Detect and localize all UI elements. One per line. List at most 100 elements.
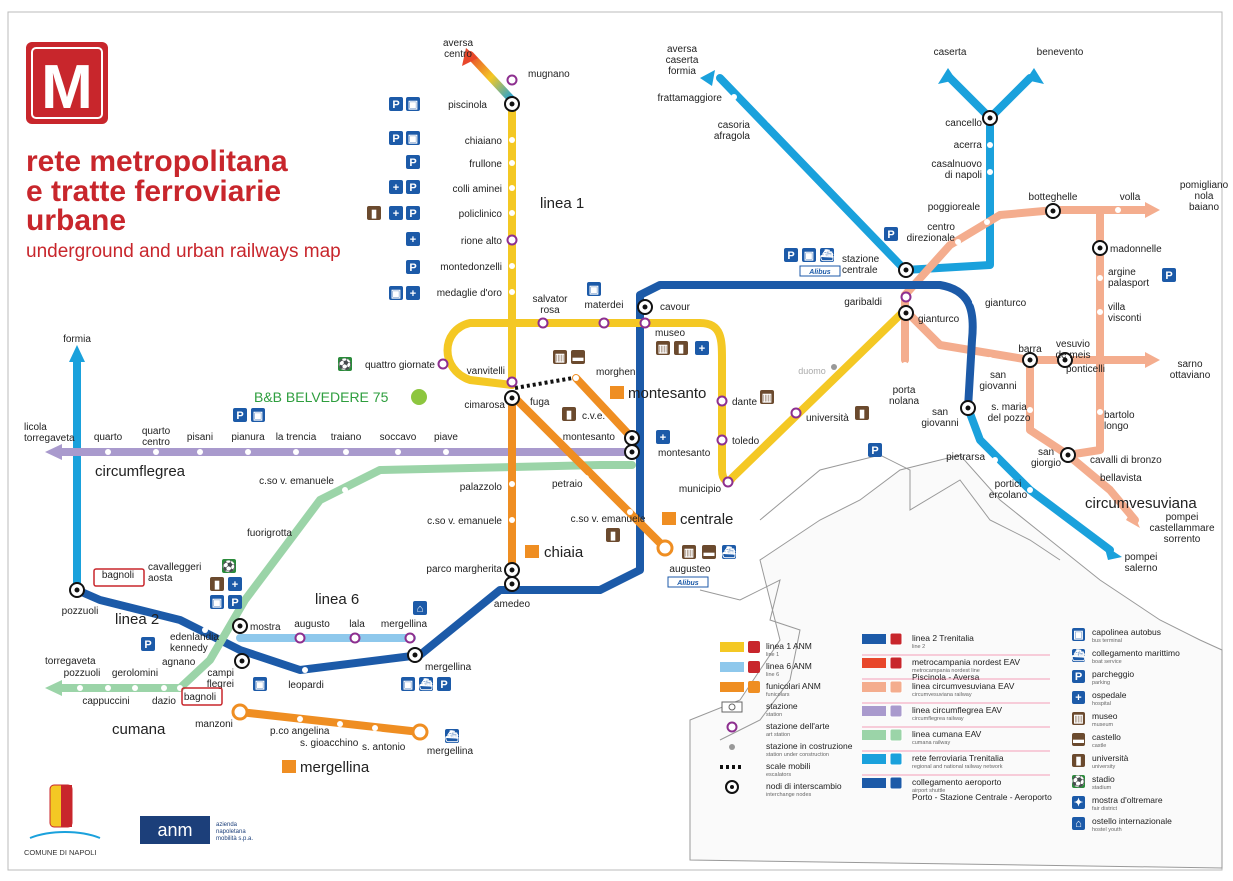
art-station-rione_alto[interactable] bbox=[506, 234, 518, 246]
station-colli_aminei[interactable] bbox=[509, 185, 515, 191]
stadium-icon bbox=[338, 357, 352, 371]
station-frattamaggiore[interactable] bbox=[731, 94, 737, 100]
svg-text:mergellina: mergellina bbox=[300, 759, 370, 776]
station-palazzolo[interactable] bbox=[509, 481, 515, 487]
art-station-augusto[interactable] bbox=[294, 632, 306, 644]
station-quarto[interactable] bbox=[105, 449, 111, 455]
label-fuorigrotta: fuorigrotta bbox=[247, 528, 292, 539]
station-portici[interactable] bbox=[1027, 487, 1033, 493]
station-edenlandia[interactable] bbox=[202, 627, 208, 633]
station-pco_angelina[interactable] bbox=[297, 716, 303, 722]
station-morghen[interactable] bbox=[573, 375, 579, 381]
station-san_giovanni[interactable] bbox=[987, 357, 993, 363]
station-frullone[interactable] bbox=[509, 160, 515, 166]
anm-logo-text: anm bbox=[157, 820, 192, 840]
station-csov_emanuele_a[interactable] bbox=[509, 517, 515, 523]
funicular-terminal-manzoni[interactable] bbox=[231, 703, 249, 721]
art-station-mugnano[interactable] bbox=[506, 74, 518, 86]
legend-swatch bbox=[720, 662, 744, 672]
art-station-quattro_giornate[interactable] bbox=[437, 358, 449, 370]
station-dazio[interactable] bbox=[161, 685, 167, 691]
station-cavalli[interactable] bbox=[1092, 459, 1098, 465]
station-policlinico[interactable] bbox=[509, 210, 515, 216]
station-construction-duomo[interactable] bbox=[831, 364, 837, 370]
station-s_antonio[interactable] bbox=[372, 725, 378, 731]
art-station-garibaldi[interactable] bbox=[900, 291, 912, 303]
station-casalnuovo[interactable] bbox=[987, 169, 993, 175]
station-bartolo_longo[interactable] bbox=[1097, 409, 1103, 415]
castle-icon bbox=[571, 350, 585, 364]
label-mugnano: mugnano bbox=[528, 69, 570, 80]
station-cappuccini[interactable] bbox=[105, 685, 111, 691]
station-chiaiano[interactable] bbox=[509, 137, 515, 143]
bnb-marker[interactable] bbox=[411, 389, 427, 405]
parking-icon-glyph: P bbox=[1165, 270, 1172, 282]
university-icon bbox=[606, 528, 620, 542]
parking-icon-glyph: P bbox=[392, 133, 399, 145]
station-cavalleggeri[interactable] bbox=[149, 595, 155, 601]
art-station-dante[interactable] bbox=[716, 395, 728, 407]
station-pozzuoli_c[interactable] bbox=[77, 685, 83, 691]
station-poggioreale[interactable] bbox=[984, 219, 990, 225]
station-bagnoli[interactable] bbox=[117, 591, 123, 597]
art-station-municipio[interactable] bbox=[722, 476, 734, 488]
art-station-salvator_rosa[interactable] bbox=[537, 317, 549, 329]
bus-icon-materdei-glyph: ▣ bbox=[589, 284, 599, 296]
legend-sub: station bbox=[766, 712, 782, 718]
station-gerolomini[interactable] bbox=[132, 685, 138, 691]
arrow-formia bbox=[69, 345, 85, 362]
anm-logo-box bbox=[140, 816, 210, 844]
legend-art-icon bbox=[726, 721, 738, 733]
station-csov_emanuele_b[interactable] bbox=[627, 509, 633, 515]
station-petraio[interactable] bbox=[583, 475, 589, 481]
art-station-toledo[interactable] bbox=[716, 434, 728, 446]
funicular-badge-montesanto: montesanto bbox=[610, 385, 706, 402]
funicular-terminal-mergellina_f[interactable] bbox=[411, 723, 429, 741]
station-csov_emanuele_c[interactable] bbox=[342, 487, 348, 493]
station-fuorigrotta[interactable] bbox=[297, 543, 303, 549]
museum-icon bbox=[682, 545, 696, 559]
label-csov_emanuele_b: c.so v. emanuele bbox=[571, 514, 646, 525]
station-s_gioacchino[interactable] bbox=[337, 721, 343, 727]
parking-icon bbox=[1162, 268, 1176, 282]
station-s_maria[interactable] bbox=[1027, 407, 1033, 413]
station-argine[interactable] bbox=[1097, 275, 1103, 281]
label-agnano: agnano bbox=[162, 657, 196, 668]
label-palazzolo: palazzolo bbox=[460, 482, 503, 493]
art-station-materdei[interactable] bbox=[598, 317, 610, 329]
station-pisani[interactable] bbox=[197, 449, 203, 455]
station-montedonzelli[interactable] bbox=[509, 263, 515, 269]
legend-line-icon bbox=[889, 680, 903, 694]
station-bellavista[interactable] bbox=[1117, 475, 1123, 481]
alibus-text: Alibus bbox=[808, 269, 830, 276]
parking-icon bbox=[141, 637, 155, 651]
station-traiano[interactable] bbox=[343, 449, 349, 455]
station-soccavo[interactable] bbox=[395, 449, 401, 455]
station-quarto_centro[interactable] bbox=[153, 449, 159, 455]
station-piave[interactable] bbox=[443, 449, 449, 455]
station-gianturco[interactable] bbox=[972, 299, 978, 305]
station-pianura[interactable] bbox=[245, 449, 251, 455]
art-station-universita[interactable] bbox=[790, 407, 802, 419]
station-porta_nolana[interactable] bbox=[902, 362, 908, 368]
station-centro_direzionale[interactable] bbox=[955, 239, 961, 245]
art-station-vanvitelli[interactable] bbox=[506, 376, 518, 388]
art-station-mergellina_l6[interactable] bbox=[404, 632, 416, 644]
art-station-museo[interactable] bbox=[639, 317, 651, 329]
legend-title: metrocampania nordest EAV bbox=[912, 657, 1020, 667]
station-la_trencia[interactable] bbox=[293, 449, 299, 455]
label-montedonzelli: montedonzelli bbox=[440, 262, 502, 273]
bagnoli-box bbox=[93, 568, 145, 587]
station-medaglie_doro[interactable] bbox=[509, 289, 515, 295]
station-volla[interactable] bbox=[1115, 207, 1121, 213]
station-pietrarsa[interactable] bbox=[992, 457, 998, 463]
station-casoria[interactable] bbox=[767, 117, 773, 123]
station-leopardi[interactable] bbox=[302, 667, 308, 673]
art-station-lala[interactable] bbox=[349, 632, 361, 644]
funicular-terminal-augusteo[interactable] bbox=[656, 539, 674, 557]
station-villa_visconti[interactable] bbox=[1097, 309, 1103, 315]
station-acerra[interactable] bbox=[987, 142, 993, 148]
